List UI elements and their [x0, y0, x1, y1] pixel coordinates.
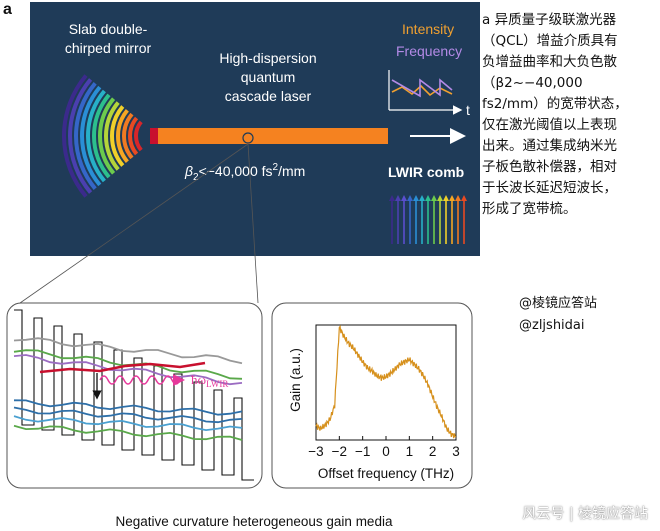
qcl-label-line3: cascade laser — [225, 88, 312, 104]
comb-lines — [389, 195, 467, 244]
caption-line: 负增益曲率和大负色散 — [482, 54, 617, 70]
upper-laser-level — [39, 361, 206, 374]
comb-arrowhead — [419, 195, 425, 201]
mirror-arc — [122, 112, 134, 160]
caption-line: 出来。通过集成纳米光 — [482, 138, 617, 154]
caption-line: fs2/mm）的宽带状态， — [482, 96, 628, 112]
mirror-arc — [128, 116, 139, 156]
comb-arrowhead — [425, 195, 431, 201]
caption-line: （QCL）增益介质具有 — [482, 33, 618, 49]
x-tick-label: 2 — [429, 444, 437, 459]
band-structure-panel: ħωLWIR — [6, 302, 263, 489]
comb-arrowhead — [443, 195, 449, 201]
mirror-arc — [62, 74, 88, 198]
mirror-label-line2: chirped mirror — [65, 40, 152, 56]
zoom-point — [242, 132, 254, 144]
mirror-arc — [110, 105, 125, 167]
legend-frequency: Frequency — [396, 43, 462, 59]
legend-intensity: Intensity — [402, 21, 454, 37]
comb-arrowhead — [437, 195, 443, 201]
mirror-arc — [98, 97, 116, 175]
mirror-arc — [104, 101, 120, 171]
subband-level — [13, 406, 243, 424]
watermark: 风云号 | 棱镜应答站 — [522, 506, 648, 522]
subband-level — [13, 415, 243, 432]
time-trace-plot — [388, 70, 463, 115]
comb-arrowhead — [407, 195, 413, 201]
comb-arrowhead — [461, 195, 467, 201]
comb-arrowhead — [413, 195, 419, 201]
subband-level — [13, 337, 243, 365]
photon-wave — [99, 374, 185, 386]
comb-arrowhead — [431, 195, 437, 201]
panel-label: a — [3, 1, 12, 18]
x-tick-label: −2 — [332, 444, 347, 459]
comb-label: LWIR comb — [388, 164, 464, 180]
caption-line: （β2~−40,000 — [482, 75, 583, 91]
chinese-caption: a 异质量子级联激光器 （QCL）增益介质具有 负增益曲率和大负色散 （β2~−… — [482, 10, 657, 220]
comb-arrowhead — [401, 195, 407, 201]
handle-1: @棱镜应答站 — [519, 296, 598, 311]
comb-arrowhead — [449, 195, 455, 201]
mirror-arc — [74, 82, 97, 190]
x-tick-label: −1 — [355, 444, 370, 459]
band-edge — [14, 309, 254, 481]
x-tick-label: −3 — [308, 444, 323, 459]
caption-line: 仅在激光阈值以上表现 — [482, 117, 617, 133]
x-tick-label: 1 — [406, 444, 414, 459]
chart-ylabel: Gain (a.u.) — [288, 348, 303, 412]
mirror-label-line1: Slab double- — [69, 21, 148, 37]
subband-level — [13, 354, 243, 386]
caption-line: 子板色散补偿器，相对 — [482, 159, 617, 175]
chart-xlabel: Offset frequency (THz) — [318, 466, 454, 481]
subband-level — [13, 399, 243, 416]
zoom-line-left — [19, 143, 249, 304]
caption-line: 形成了宽带梳。 — [482, 201, 577, 217]
gain-chart-frame — [271, 302, 473, 489]
time-axis-label: t — [466, 102, 470, 118]
handle-2: @zljshidai — [519, 318, 585, 333]
mirror-arc — [116, 109, 129, 163]
qcl-label-line1: High-dispersion — [219, 50, 316, 66]
qcl-label-line2: quantum — [241, 69, 295, 85]
qcl-facet — [150, 128, 158, 144]
subband-level — [13, 424, 243, 441]
mirror-arc — [92, 93, 111, 179]
comb-arrowhead — [389, 195, 395, 201]
caption-line: a 异质量子级联激光器 — [482, 12, 617, 28]
x-tick-label: 0 — [382, 444, 390, 459]
comb-arrowhead — [395, 195, 401, 201]
zoom-line-right — [247, 143, 259, 304]
mirror-arc — [134, 120, 143, 152]
mirror-arc — [80, 85, 102, 187]
comb-arrowhead — [455, 195, 461, 201]
mirror-arc — [86, 89, 106, 183]
mirror-arc — [68, 78, 93, 194]
caption-line: 于长波长延迟短波长， — [482, 180, 617, 196]
band-panel-caption: Negative curvature heterogeneous gain me… — [116, 514, 393, 529]
frequency-trace — [391, 78, 453, 98]
beta2-label: β2<−40,000 fs2/mm — [184, 162, 305, 183]
conduction-band-profile — [13, 309, 254, 481]
chirped-mirror — [62, 74, 143, 198]
x-tick-label: 3 — [452, 444, 460, 459]
qcl-waveguide — [150, 128, 388, 144]
gain-series-line — [315, 324, 456, 439]
